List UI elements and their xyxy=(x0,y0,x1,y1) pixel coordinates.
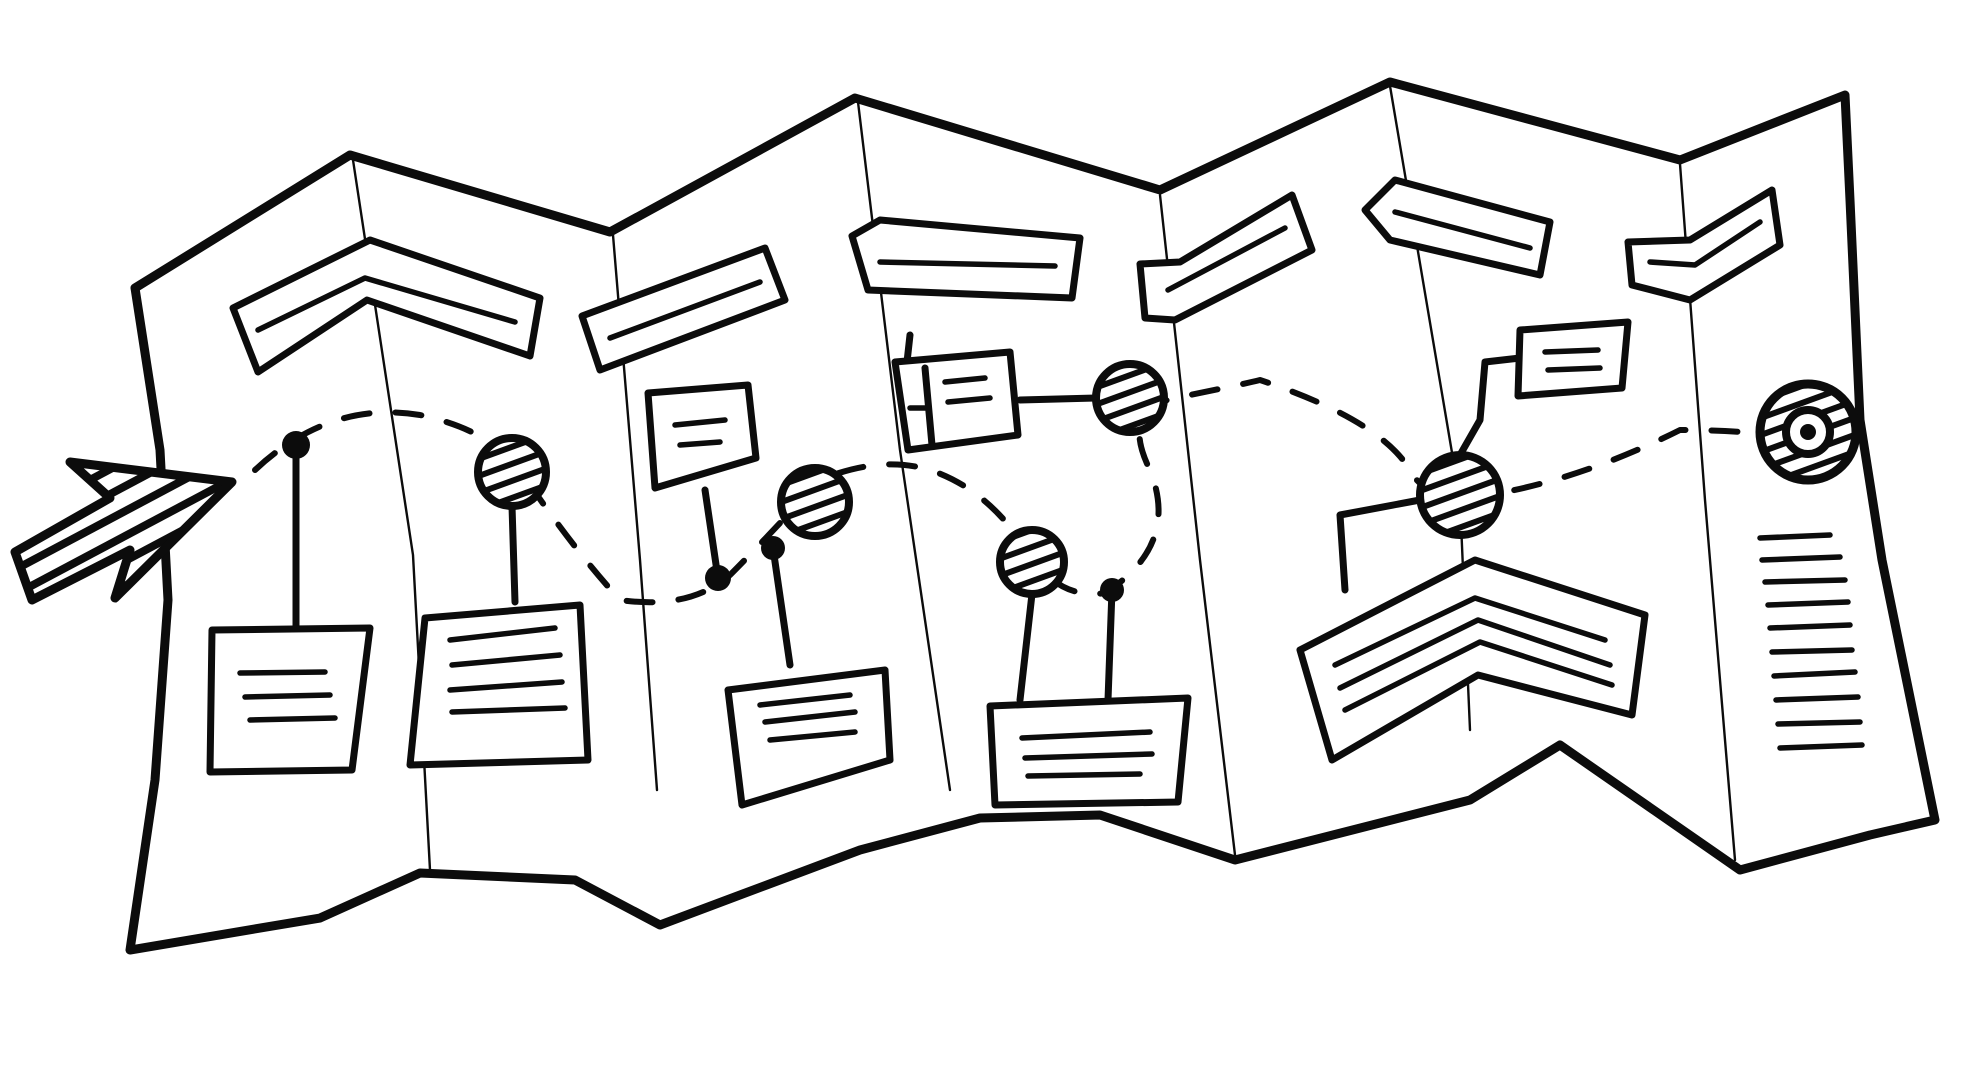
banner xyxy=(1361,176,1554,279)
banner xyxy=(848,216,1084,302)
milestone-circle xyxy=(1092,360,1168,436)
pointer-arrow-icon xyxy=(10,457,237,605)
note-card xyxy=(406,601,592,769)
note-card xyxy=(1296,556,1649,764)
target-icon xyxy=(1755,379,1861,485)
connectors xyxy=(292,331,1524,704)
banner xyxy=(1136,191,1316,324)
milestone-circle xyxy=(474,434,550,510)
banner xyxy=(229,236,544,376)
text-block xyxy=(1757,532,1865,751)
note-card xyxy=(986,694,1192,809)
note-card xyxy=(1514,318,1632,400)
milestone-circle xyxy=(996,526,1068,598)
note-card xyxy=(644,381,760,492)
note-card xyxy=(206,624,374,776)
fold-crease xyxy=(856,100,952,792)
header-banners xyxy=(229,176,1784,376)
note-card xyxy=(724,666,894,809)
milestone-circle xyxy=(1416,451,1504,539)
banner xyxy=(1624,186,1784,304)
folded-map xyxy=(125,77,1940,955)
banner xyxy=(578,244,789,374)
note-card xyxy=(891,348,1022,454)
map-outline xyxy=(125,77,1940,955)
milestone-circle xyxy=(777,464,853,540)
